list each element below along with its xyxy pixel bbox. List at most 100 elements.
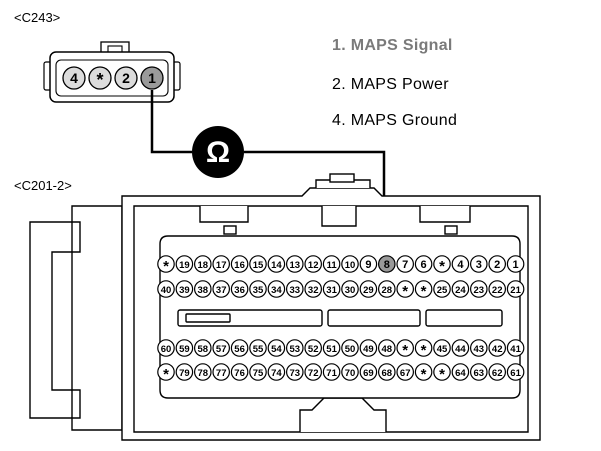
svg-text:69: 69	[363, 368, 374, 379]
svg-text:67: 67	[400, 368, 411, 379]
svg-text:76: 76	[234, 368, 245, 379]
c201-pin-2: 2	[488, 255, 506, 273]
c201-pin-15: 15	[249, 255, 267, 273]
svg-text:44: 44	[455, 344, 466, 355]
svg-text:*: *	[439, 366, 445, 383]
c201-pin-29: 29	[359, 280, 378, 298]
svg-text:9: 9	[365, 259, 371, 271]
c201-pin-36: 36	[230, 280, 249, 298]
c201-pin-unused: *	[433, 255, 451, 275]
c201-connector	[29, 173, 541, 441]
c201-pin-55: 55	[249, 339, 267, 357]
c201-pin-12: 12	[304, 255, 322, 273]
c201-pin-45: 45	[433, 339, 451, 357]
svg-text:*: *	[163, 366, 169, 383]
c201-pin-41: 41	[506, 339, 525, 357]
svg-text:12: 12	[308, 260, 319, 271]
c201-pin-56: 56	[230, 339, 249, 357]
c201-pin-9: 9	[359, 255, 378, 273]
svg-text:52: 52	[308, 344, 319, 355]
svg-text:6: 6	[421, 259, 427, 271]
svg-text:37: 37	[216, 285, 227, 296]
c201-pin-unused: *	[157, 255, 175, 275]
svg-text:45: 45	[437, 344, 448, 355]
c201-pin-58: 58	[194, 339, 212, 357]
c201-pin-unused: *	[414, 363, 433, 383]
svg-text:29: 29	[363, 285, 374, 296]
c243-title: <C243>	[14, 10, 61, 25]
svg-text:72: 72	[308, 368, 319, 379]
svg-text:10: 10	[345, 260, 356, 271]
c201-pin-57: 57	[212, 339, 230, 357]
c201-pin-33: 33	[285, 280, 304, 298]
svg-text:63: 63	[474, 368, 485, 379]
c201-pin-24: 24	[451, 280, 470, 298]
svg-text:24: 24	[455, 285, 466, 296]
c201-pin-8: 8	[377, 255, 396, 273]
svg-text:64: 64	[455, 368, 466, 379]
svg-text:60: 60	[161, 344, 172, 355]
c201-pin-54: 54	[267, 339, 286, 357]
svg-text:78: 78	[198, 368, 209, 379]
svg-text:42: 42	[492, 344, 503, 355]
svg-text:13: 13	[290, 260, 301, 271]
svg-text:4: 4	[70, 70, 78, 86]
svg-text:43: 43	[474, 344, 485, 355]
c201-pin-4: 4	[451, 255, 470, 273]
svg-text:35: 35	[253, 285, 264, 296]
svg-text:30: 30	[345, 285, 356, 296]
c201-pin-32: 32	[304, 280, 322, 298]
c201-pin-unused: *	[433, 363, 451, 383]
svg-text:38: 38	[198, 285, 209, 296]
c201-pin-43: 43	[469, 339, 488, 357]
svg-text:33: 33	[290, 285, 301, 296]
svg-text:16: 16	[234, 260, 245, 271]
c201-pin-77: 77	[212, 363, 230, 381]
svg-text:50: 50	[345, 344, 356, 355]
c201-pin-30: 30	[341, 280, 359, 298]
legend-item-maps-signal: 1. MAPS Signal	[332, 37, 453, 54]
svg-text:77: 77	[216, 368, 227, 379]
c201-pin-73: 73	[285, 363, 304, 381]
svg-text:21: 21	[510, 285, 521, 296]
svg-text:75: 75	[253, 368, 264, 379]
c201-pin-11: 11	[322, 255, 341, 273]
svg-text:15: 15	[253, 260, 264, 271]
c201-pin-63: 63	[469, 363, 488, 381]
svg-text:2: 2	[494, 259, 500, 271]
svg-text:*: *	[421, 283, 427, 300]
svg-text:17: 17	[216, 260, 227, 271]
svg-text:*: *	[402, 283, 408, 300]
svg-text:31: 31	[326, 285, 337, 296]
svg-text:73: 73	[290, 368, 301, 379]
c201-pin-14: 14	[267, 255, 286, 273]
svg-text:19: 19	[179, 260, 190, 271]
svg-text:70: 70	[345, 368, 356, 379]
c201-pin-64: 64	[451, 363, 470, 381]
c201-pin-unused: *	[396, 280, 414, 300]
svg-text:61: 61	[510, 368, 521, 379]
c201-pin-76: 76	[230, 363, 249, 381]
c201-pin-23: 23	[469, 280, 488, 298]
c201-pin-35: 35	[249, 280, 267, 298]
ohm-symbol: Ω	[206, 136, 230, 169]
svg-text:58: 58	[198, 344, 209, 355]
c243-connector	[43, 41, 181, 103]
svg-text:49: 49	[363, 344, 374, 355]
svg-text:*: *	[96, 70, 103, 90]
c201-pin-53: 53	[285, 339, 304, 357]
c201-pin-60: 60	[157, 339, 175, 357]
c201-pin-39: 39	[175, 280, 194, 298]
c201-pin-75: 75	[249, 363, 267, 381]
svg-text:41: 41	[510, 344, 521, 355]
svg-text:53: 53	[290, 344, 301, 355]
c201-pin-44: 44	[451, 339, 470, 357]
svg-text:62: 62	[492, 368, 503, 379]
svg-text:59: 59	[179, 344, 190, 355]
svg-text:23: 23	[474, 285, 485, 296]
svg-text:28: 28	[382, 285, 393, 296]
c201-pin-74: 74	[267, 363, 286, 381]
